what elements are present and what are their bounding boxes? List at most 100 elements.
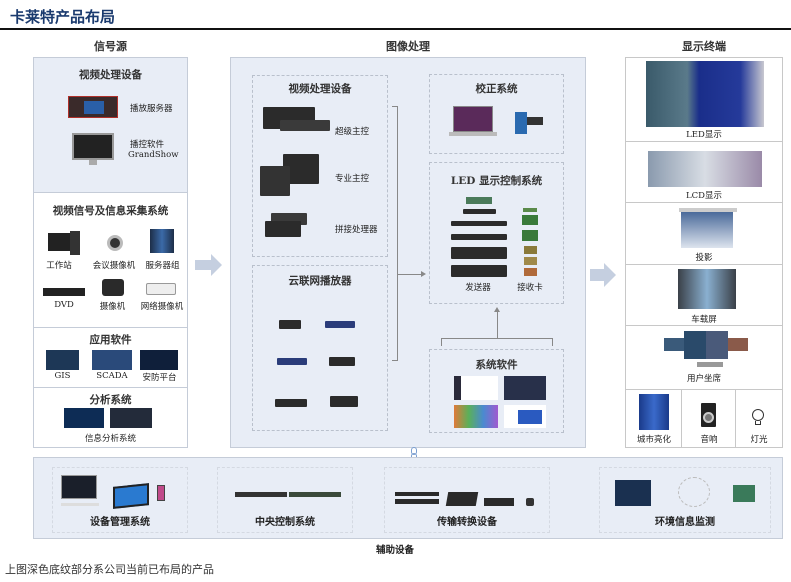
item-label: 播放服务器 [130, 104, 173, 114]
aux-group-environment: 环境信息监测 [599, 467, 771, 533]
software-screenshot [454, 405, 498, 428]
group-header: 视频处理设备 [288, 83, 352, 95]
terminal-label: 城市亮化 [636, 435, 671, 445]
item-sublabel: GrandShow [128, 150, 179, 160]
display-terminal-panel: LED显示 LCD显示 投影 车载屏 用户坐席 城市亮化 音响 灯光 [625, 57, 783, 448]
software-screenshot [454, 376, 498, 400]
imac-icon [61, 475, 97, 499]
group-header: LED 显示控制系统 [450, 175, 543, 187]
receiver-card-icon [523, 208, 537, 212]
rack-unit-icon [235, 492, 287, 497]
projection-screen-image [681, 212, 733, 248]
terminal-label: 用户坐席 [686, 374, 721, 384]
sender-icon [466, 197, 492, 204]
analysis-system-section: 分析系统 信息分析系统 [34, 388, 187, 448]
conference-camera-icon [107, 235, 123, 251]
group-header: 系统软件 [475, 359, 518, 371]
item-label: 专业主控 [335, 174, 370, 184]
led-control-group: LED 显示控制系统 发送器 接收卡 [429, 162, 564, 304]
analysis-screenshot [64, 408, 104, 428]
receiver-label: 接收卡 [517, 283, 543, 293]
item-label: 会议摄像机 [92, 261, 136, 271]
section-header: 视频处理设备 [79, 69, 142, 81]
terminal-item-city-lighting: 城市亮化 [626, 390, 682, 447]
network-camera-icon [146, 283, 176, 295]
security-platform-screenshot [140, 350, 178, 370]
lightbulb-icon [752, 409, 764, 421]
terminal-label: 灯光 [750, 435, 768, 445]
aux-group-label: 环境信息监测 [655, 517, 715, 528]
workstation-icon [48, 233, 70, 251]
phone-icon [157, 485, 165, 501]
router-icon [330, 396, 358, 407]
item-label: 拼接处理器 [335, 225, 378, 235]
item-label: 工作站 [46, 261, 72, 271]
group-header: 云联网播放器 [288, 275, 352, 287]
video-processing-section: 视频处理设备 播放服务器 播控软件 GrandShow [34, 58, 187, 193]
signal-collection-section: 视频信号及信息采集系统 工作站 会议摄像机 服务器组 DVD 摄像机 网络摄像机 [34, 193, 187, 328]
terminal-item-led: LED显示 [626, 58, 782, 142]
led-wall-image [646, 61, 764, 127]
column-header-image-processing: 图像处理 [386, 40, 430, 53]
item-label: GIS [54, 371, 71, 381]
media-server-icon [68, 96, 118, 118]
aux-group-label: 设备管理系统 [90, 517, 150, 528]
gis-screenshot [46, 350, 79, 370]
item-label: 服务器组 [145, 261, 180, 271]
router-icon [279, 320, 301, 329]
signal-source-panel: 视频处理设备 播放服务器 播控软件 GrandShow 视频信号及信息采集系统 … [33, 57, 188, 448]
terminal-item-audio: 音响 [682, 390, 736, 447]
application-software-section: 应用软件 GIS SCADA 安防平台 [34, 328, 187, 388]
lcd-wall-image [648, 151, 762, 187]
analysis-screenshot [110, 408, 152, 428]
router-icon [325, 321, 355, 328]
video-processing-group: 视频处理设备 超级主控 专业主控 拼接处理器 [252, 75, 388, 257]
scada-screenshot [92, 350, 132, 370]
router-icon [329, 357, 355, 366]
terminal-item-lighting: 灯光 [736, 390, 782, 447]
column-header-display-terminal: 显示终端 [682, 40, 726, 53]
section-header: 视频信号及信息采集系统 [52, 205, 169, 217]
tablet-icon [113, 483, 149, 509]
software-screenshot [504, 376, 546, 400]
terminal-label: 车载屏 [691, 315, 717, 325]
cloud-player-group: 云联网播放器 [252, 265, 388, 431]
section-header: 应用软件 [89, 334, 132, 346]
aux-group-central-control: 中央控制系统 [217, 467, 353, 533]
converter-icon [445, 492, 479, 506]
auxiliary-caption: 辅助设备 [375, 545, 414, 556]
item-label: DVD [54, 300, 74, 310]
terminal-item-seat: 用户坐席 [626, 326, 782, 390]
auxiliary-panel: 设备管理系统 中央控制系统 传输转换设备 环境信息监测 [33, 457, 783, 539]
item-label: 超级主控 [335, 127, 370, 137]
server-rack-icon [150, 229, 174, 253]
footnote: 上图深色底纹部分系公司当前已布局的产品 [5, 563, 214, 576]
sender-label: 发送器 [465, 283, 491, 293]
sensor-board-icon [733, 485, 755, 502]
software-screenshot [504, 405, 546, 428]
control-board-icon [615, 480, 651, 506]
flow-arrow-icon [195, 260, 211, 270]
section-header: 分析系统 [89, 394, 132, 406]
router-icon [277, 358, 307, 365]
converter-icon [484, 498, 514, 506]
adapter-icon [526, 498, 534, 506]
image-processing-panel: 视频处理设备 超级主控 专业主控 拼接处理器 云联网播放器 校正系统 LED 显… [230, 57, 586, 448]
flow-arrow-icon [590, 269, 604, 281]
terminal-label: 音响 [700, 435, 718, 445]
section-caption: 信息分析系统 [84, 434, 136, 444]
column-header-signal-source: 信号源 [94, 40, 127, 53]
calibration-camera-icon [515, 112, 527, 134]
switch-icon [395, 492, 439, 496]
vehicle-screen-image [678, 269, 736, 309]
rack-unit-icon [289, 492, 341, 497]
item-label: 安防平台 [142, 373, 177, 383]
aux-group-label: 中央控制系统 [255, 517, 315, 528]
aux-group-device-management: 设备管理系统 [52, 467, 188, 533]
city-lighting-image [639, 394, 669, 430]
router-icon [275, 399, 307, 407]
sensor-icon [678, 477, 710, 507]
item-label: 摄像机 [99, 302, 126, 312]
item-label: 播控软件 [130, 140, 165, 150]
system-software-group: 系统软件 [429, 349, 564, 433]
